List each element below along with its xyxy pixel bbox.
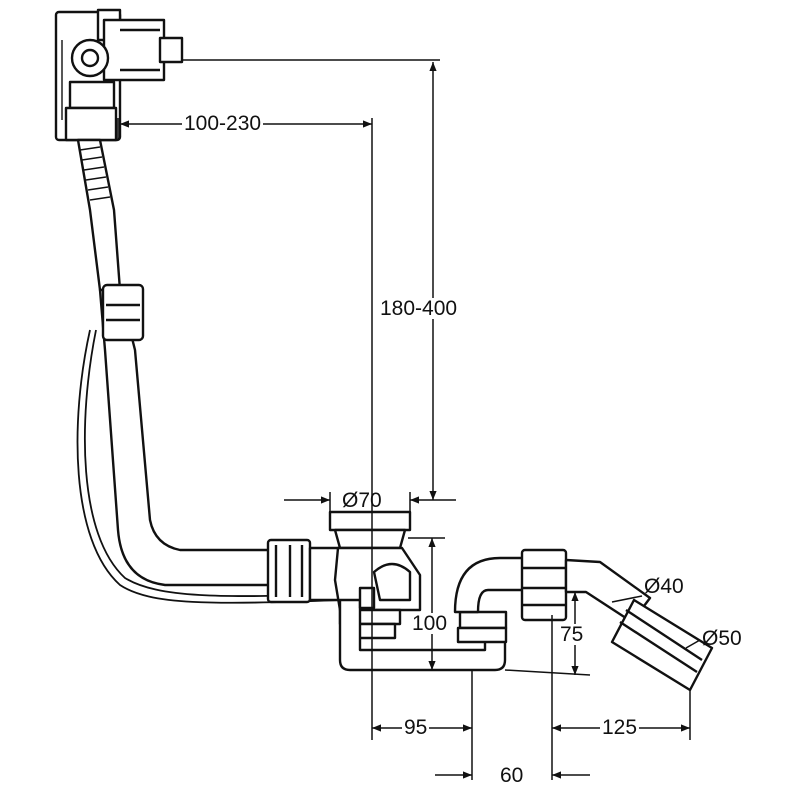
overflow-reach-label: 100-230 [182,112,264,135]
overflow-head [54,8,184,142]
bowden-cable [76,329,341,604]
outlet-diameter-outer-label: Ø50 [702,627,742,650]
outlet-diameter-inner-label: Ø40 [644,575,684,598]
dimension-lines [117,59,701,780]
outlet-height-label: 75 [558,623,586,646]
drain-diameter-label: Ø70 [342,489,382,512]
outlet-reach-label: 125 [600,716,640,739]
outlet-bend [453,548,714,692]
trap-height-label: 100 [410,612,450,635]
overflow-pipe [76,138,272,587]
trap-width-label: 60 [498,764,526,787]
trap-offset-label: 95 [402,716,430,739]
overflow-height-label: 180-400 [378,297,460,320]
drain-assembly [266,510,508,672]
